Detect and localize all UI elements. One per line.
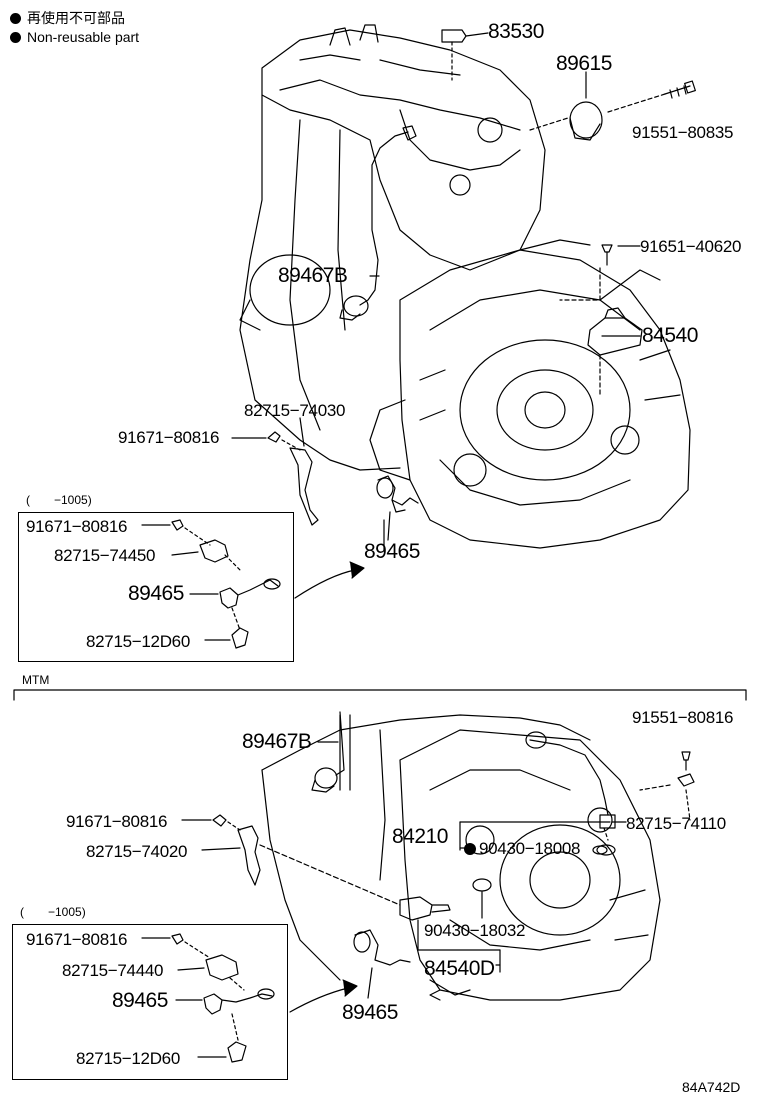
back-up-lamp-switch-84210 (399, 845, 608, 921)
part-label-89465-mtm[interactable]: 89465 (342, 1001, 398, 1024)
inset-label-89465[interactable]: 89465 (128, 582, 184, 605)
figure-code: 84A742D (682, 1079, 741, 1095)
legend-item-en: Non-reusable part (10, 29, 139, 45)
part-label-91551-80835[interactable]: 91551−80835 (632, 123, 734, 142)
legend-item-jp: 再使用不可部品 (10, 8, 125, 28)
inset-label-89465-mtm[interactable]: 89465 (112, 989, 168, 1012)
bolt-91551-80816-mtm (639, 751, 695, 821)
part-label-84540d[interactable]: 84540D (424, 957, 495, 980)
inset-label-82715-74440[interactable]: 82715−74440 (62, 961, 164, 980)
part-label-84540[interactable]: 84540 (642, 324, 698, 347)
inset-label-82715-12d60-mtm[interactable]: 82715−12D60 (76, 1049, 180, 1068)
manual-transaxle-illustration (261, 714, 661, 1001)
part-label-91671-80816[interactable]: 91671−80816 (118, 428, 220, 447)
part-label-89467b-mtm[interactable]: 89467B (242, 730, 312, 753)
inset-arrow-bottom (289, 987, 349, 1013)
legend-text-jp: 再使用不可部品 (27, 10, 125, 26)
part-label-89615[interactable]: 89615 (556, 52, 612, 75)
part-label-91551-80816[interactable]: 91551−80816 (632, 708, 734, 727)
speed-sensor-harness-89467b (339, 125, 417, 321)
inset-label-91671-80816-mtm[interactable]: 91671−80816 (26, 930, 128, 949)
non-reusable-bullet-icon (464, 842, 476, 855)
part-label-90430-18008[interactable]: 90430−18008 (464, 840, 580, 857)
inset-label-91671-80816[interactable]: 91671−80816 (26, 517, 128, 536)
inset-label-82715-74450[interactable]: 82715−74450 (54, 546, 156, 565)
cam-position-sensor-89615 (529, 71, 696, 141)
inset-label-82715-12d60[interactable]: 82715−12D60 (86, 632, 190, 651)
bracket-82715-74020-mtm (181, 814, 401, 906)
vehicle-speed-sensor-89465-top (376, 475, 419, 541)
part-label-90430-18032[interactable]: 90430−18032 (424, 921, 526, 940)
wire-clamp-82715-74030 (231, 417, 319, 526)
part-label-84210[interactable]: 84210 (392, 825, 448, 848)
inset-top-range: ( −1005) (26, 493, 92, 507)
inset-bottom-range: ( −1005) (20, 905, 86, 919)
section-title-mtm: MTM (22, 673, 50, 687)
bullet-icon (10, 31, 21, 43)
part-label-82715-74030[interactable]: 82715−74030 (244, 401, 346, 420)
part-label-91671-80816-mtm[interactable]: 91671−80816 (66, 812, 168, 831)
legend-text-en: Non-reusable part (27, 29, 140, 45)
part-label-83530[interactable]: 83530 (488, 20, 544, 43)
leader-lines (369, 275, 641, 973)
speed-sensor-84540 (559, 244, 643, 396)
part-label-82715-74110[interactable]: 82715−74110 (626, 814, 726, 833)
part-label-82715-74020[interactable]: 82715−74020 (86, 842, 188, 861)
oil-pressure-switch-83530 (441, 29, 489, 81)
bullet-icon (10, 12, 21, 24)
inset-box-bottom (12, 924, 288, 1080)
part-label-89465[interactable]: 89465 (364, 540, 420, 563)
inset-top-art (141, 519, 281, 649)
inset-arrow-top (294, 569, 356, 599)
part-label-89467b[interactable]: 89467B (278, 264, 348, 287)
inset-box-top (18, 512, 294, 662)
vehicle-speed-sensor-89465-mtm (353, 929, 411, 999)
mtm-bracket (13, 689, 747, 701)
inset-bottom-art (141, 933, 275, 1063)
speed-sensor-harness-89467b-mtm (311, 711, 345, 793)
part-label-91651-40620[interactable]: 91651−40620 (640, 237, 742, 256)
engine-transaxle-illustration-top (239, 24, 691, 549)
part-number-90430-18008: 90430−18008 (479, 839, 581, 858)
